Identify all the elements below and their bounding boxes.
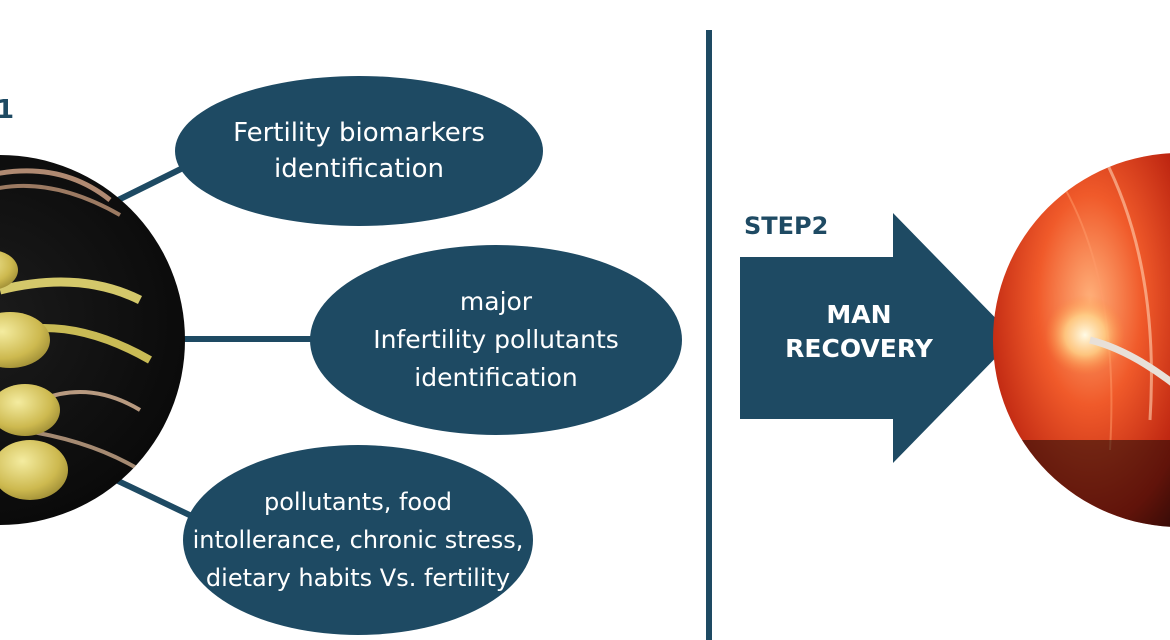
sperm-cells-image — [0, 155, 185, 525]
step1-label-fragment: 1 — [0, 95, 15, 125]
ellipse-biomarkers — [175, 76, 543, 226]
step2-label: STEP2 — [744, 212, 829, 240]
arrow-right-icon — [740, 213, 1015, 463]
fertilization-image — [993, 153, 1170, 527]
ellipse-lifestyle — [183, 445, 533, 635]
lifestyle-text: pollutants, food intollerance, chronic s… — [192, 488, 524, 592]
pollutants-text: major Infertility pollutants identificat… — [373, 287, 619, 392]
arrow-label: MAN RECOVERY — [785, 300, 933, 363]
ellipse-pollutants — [310, 245, 682, 435]
biomarkers-text: Fertility biomarkers identification — [233, 118, 485, 184]
